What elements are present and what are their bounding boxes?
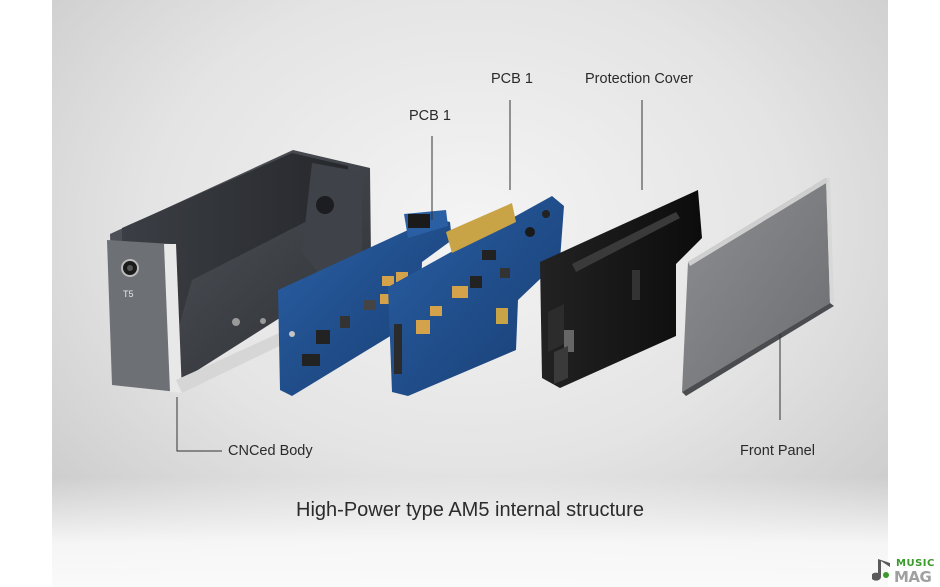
- watermark-logo: MUSIC MAG: [872, 557, 940, 587]
- front-panel-part: [682, 178, 834, 396]
- exploded-view: [107, 100, 834, 452]
- label-protection-cover: Protection Cover: [585, 71, 693, 87]
- watermark-line-2: MAG: [894, 568, 932, 586]
- leader-line-cnced-body: [176, 397, 222, 452]
- music-note-icon: [872, 559, 890, 581]
- body-marking-text: T5: [123, 289, 134, 299]
- label-cnced-body: CNCed Body: [228, 443, 313, 459]
- label-pcb-left: PCB 1: [409, 108, 451, 124]
- floor-fade: [52, 477, 888, 587]
- diagram-caption: High-Power type AM5 internal structure: [296, 499, 644, 521]
- pcb-right-part: [388, 196, 564, 396]
- label-front-panel: Front Panel: [740, 443, 815, 459]
- protection-cover-part: [540, 190, 702, 388]
- leader-lines: [176, 100, 781, 452]
- pcb-left-part: [278, 210, 452, 396]
- label-pcb-right: PCB 1: [491, 71, 533, 87]
- watermark-line-1: MUSIC: [896, 558, 935, 569]
- diagram-stage: [52, 0, 888, 587]
